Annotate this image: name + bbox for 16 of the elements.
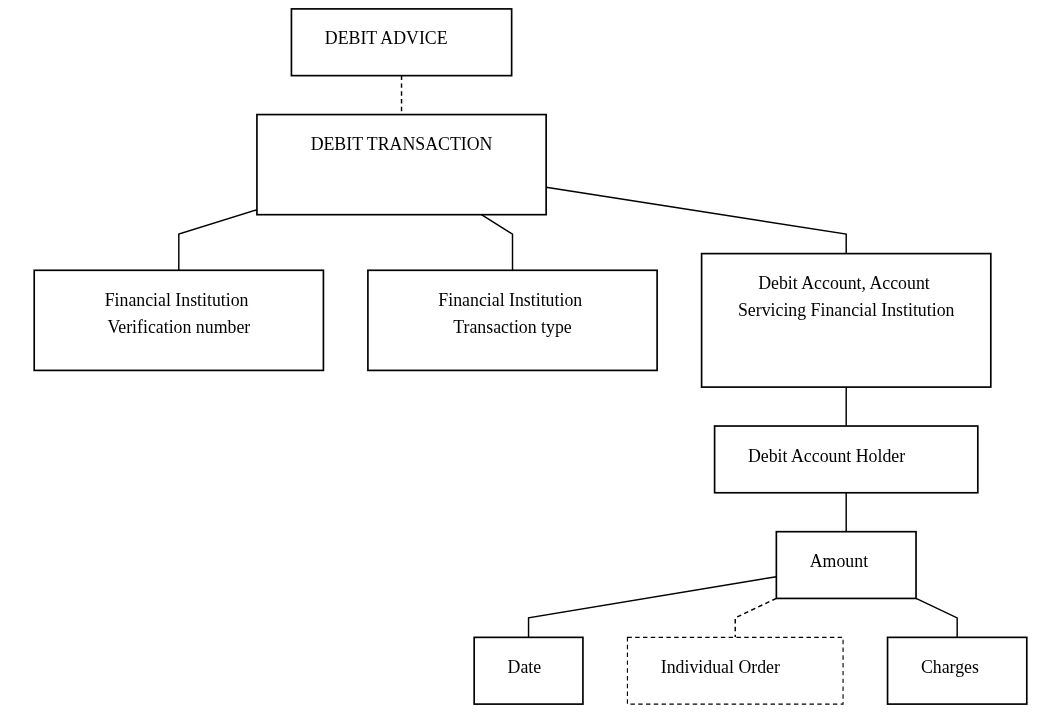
node-box: DEBIT ADVICE — [290, 8, 513, 77]
connector — [527, 575, 778, 639]
connector — [480, 213, 514, 271]
connector — [734, 597, 778, 639]
node-box: Debit Account, Account Servicing Financial Institution — [700, 252, 992, 388]
node-box: Amount — [775, 530, 917, 600]
connector — [845, 386, 847, 427]
node-box: DEBIT TRANSACTION — [256, 113, 547, 216]
node-box: Financial Institution Transaction type — [367, 269, 658, 372]
connector — [845, 492, 847, 533]
node-box: Date — [473, 636, 584, 705]
node-box: Debit Account Holder — [713, 425, 979, 494]
node-box: Financial Institution Verification number — [33, 269, 325, 372]
connector — [915, 597, 958, 639]
node-box: Charges — [886, 636, 1028, 705]
node-box: Individual Order — [626, 636, 844, 705]
